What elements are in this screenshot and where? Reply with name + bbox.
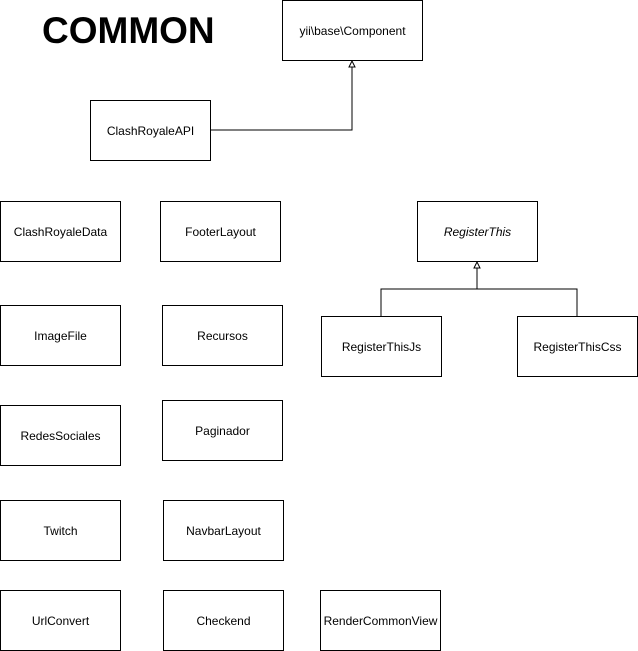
class-checkend[interactable]: Checkend bbox=[163, 590, 284, 651]
class-urlconvert[interactable]: UrlConvert bbox=[0, 590, 121, 651]
diagram-title: COMMON bbox=[42, 10, 215, 51]
class-recursos[interactable]: Recursos bbox=[162, 305, 283, 366]
edge-registerthisjs-registerthis bbox=[380, 288, 477, 316]
class-registerthiscss[interactable]: RegisterThisCss bbox=[517, 316, 638, 377]
class-imagefile[interactable]: ImageFile bbox=[0, 305, 121, 366]
class-registerthis[interactable]: RegisterThis bbox=[417, 201, 538, 262]
class-registerthisjs[interactable]: RegisterThisJs bbox=[321, 316, 442, 377]
class-clashroyaleapi[interactable]: ClashRoyaleAPI bbox=[90, 100, 211, 161]
inheritance-arrowhead-registerthis bbox=[473, 260, 481, 269]
edge-registerthiscss-registerthis bbox=[477, 288, 578, 316]
class-paginador[interactable]: Paginador bbox=[162, 400, 283, 461]
class-footerlayout[interactable]: FooterLayout bbox=[160, 201, 281, 262]
class-component[interactable]: yii\base\Component bbox=[282, 0, 423, 61]
class-navbarlayout[interactable]: NavbarLayout bbox=[163, 500, 284, 561]
edge-clashroyaleapi-component bbox=[210, 67, 353, 131]
class-rendercommonview[interactable]: RenderCommonView bbox=[320, 590, 441, 651]
inheritance-arrowhead-component bbox=[348, 59, 356, 68]
class-twitch[interactable]: Twitch bbox=[0, 500, 121, 561]
class-clashroyaledata[interactable]: ClashRoyaleData bbox=[0, 201, 121, 262]
class-redessociales[interactable]: RedesSociales bbox=[0, 405, 121, 466]
